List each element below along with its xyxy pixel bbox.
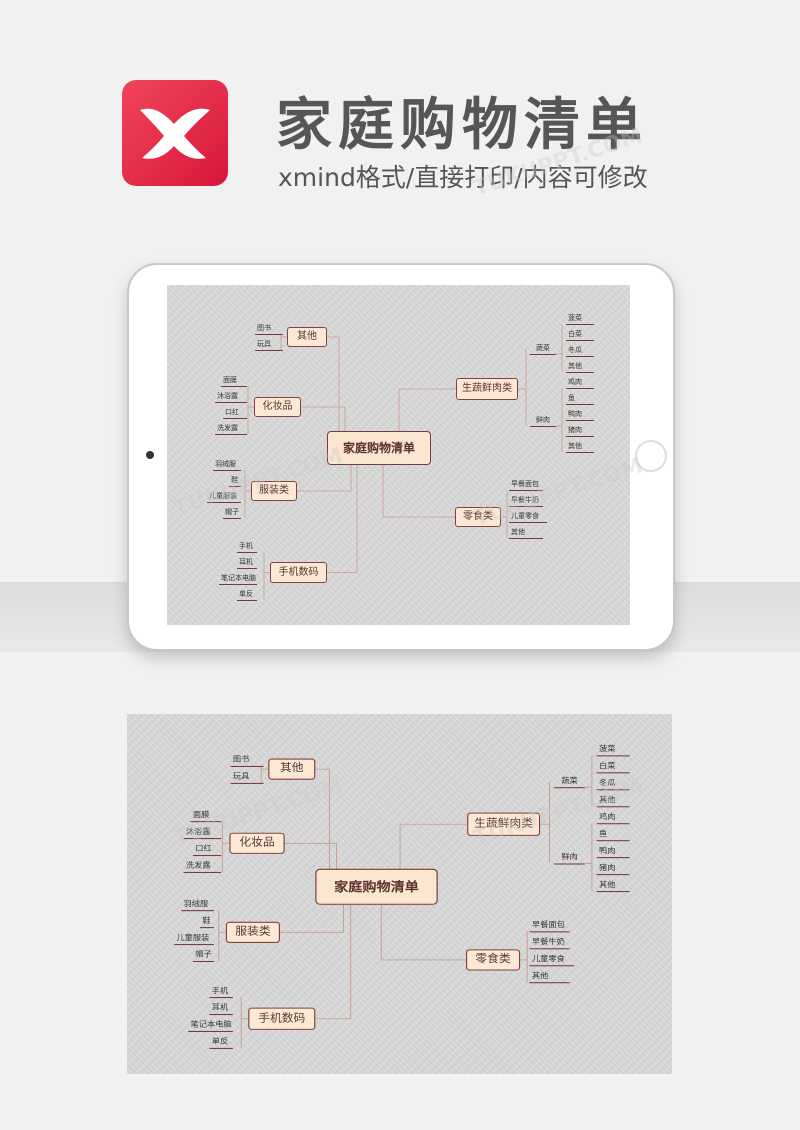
branch-node: 手机数码	[248, 1007, 316, 1030]
leaf-item: 早餐牛奶	[529, 937, 570, 950]
leaf-item: 其他	[566, 361, 594, 373]
leaf-item: 菠菜	[566, 313, 594, 325]
leaf-item: 鱼	[566, 393, 594, 405]
leaf-item: 冬瓜	[566, 345, 594, 357]
branch-node: 生蔬鲜肉类	[456, 378, 518, 400]
group-node: 鲜肉	[554, 852, 585, 865]
leaf-item: 菠菜	[596, 744, 630, 757]
leaf-item: 鸭肉	[566, 409, 594, 421]
leaf-item: 面膜	[221, 375, 247, 387]
leaf-item: 口红	[223, 407, 247, 419]
page-title: 家庭购物清单	[276, 93, 648, 158]
camera-icon	[146, 451, 154, 459]
leaf-item: 图书	[255, 323, 283, 335]
leaf-item: 沐浴露	[183, 826, 222, 840]
branch-node: 化妆品	[229, 832, 285, 854]
branch-node: 手机数码	[270, 562, 327, 583]
leaf-item: 单反	[209, 1036, 233, 1049]
leaf-item: 儿童服装	[207, 491, 241, 503]
leaf-item: 早餐牛奶	[509, 495, 543, 507]
leaf-item: 猪肉	[566, 425, 594, 437]
root-node: 家庭购物清单	[315, 868, 438, 905]
leaf-item: 沐浴露	[215, 391, 247, 403]
leaf-item: 耳机	[237, 557, 257, 569]
leaf-item: 耳机	[209, 1002, 233, 1016]
leaf-item: 玩具	[255, 339, 283, 351]
branch-node: 其他	[268, 758, 316, 780]
leaf-item: 其他	[509, 527, 543, 539]
leaf-item: 其他	[596, 879, 630, 893]
connector-line	[315, 886, 352, 1020]
leaf-item: 手机	[237, 541, 257, 553]
xmind-logo-icon	[122, 80, 228, 186]
leaf-item: 儿童零食	[509, 511, 547, 523]
leaf-item: 早餐面包	[529, 920, 570, 933]
leaf-item: 帽子	[223, 507, 241, 519]
leaf-item: 白菜	[566, 329, 594, 341]
group-node: 鲜肉	[530, 415, 556, 427]
branch-node: 生蔬鲜肉类	[467, 812, 541, 836]
mindmap-connectors	[218, 755, 593, 1048]
leaf-item: 笔记本电脑	[188, 1019, 233, 1032]
leaf-item: 其他	[566, 441, 594, 453]
leaf-item: 鱼	[596, 828, 630, 842]
leaf-item: 鸡肉	[596, 812, 630, 825]
leaf-item: 帽子	[192, 949, 215, 963]
branch-node: 其他	[287, 327, 327, 347]
mindmap-small: 家庭购物清单其他图书玩具化妆品面膜沐浴露口红洗发露服装类羽绒服鞋儿童服装帽子手机…	[167, 285, 630, 625]
home-button-icon	[635, 440, 667, 472]
group-node: 蔬菜	[554, 775, 585, 789]
leaf-item: 鞋	[199, 915, 215, 929]
connector-line	[327, 448, 358, 573]
connector-line	[398, 388, 456, 431]
leaf-item: 图书	[230, 754, 264, 767]
branch-node: 化妆品	[254, 397, 301, 417]
mindmap-paper: 家庭购物清单其他图书玩具化妆品面膜沐浴露口红洗发露服装类羽绒服鞋儿童服装帽子手机…	[127, 714, 672, 1074]
leaf-item: 口红	[192, 843, 222, 857]
leaf-item: 鞋	[229, 475, 241, 487]
leaf-item: 其他	[596, 795, 630, 808]
connector-line	[380, 904, 466, 961]
leaf-item: 羽绒服	[181, 898, 215, 912]
leaf-item: 儿童零食	[529, 954, 575, 967]
leaf-item: 手机	[209, 985, 233, 999]
mindmap-large: 家庭购物清单其他图书玩具化妆品面膜沐浴露口红洗发露服装类羽绒服鞋儿童服装帽子手机…	[127, 714, 672, 1074]
leaf-item: 面膜	[190, 809, 222, 823]
leaf-item: 羽绒服	[213, 459, 241, 471]
group-node: 蔬菜	[530, 343, 556, 355]
leaf-item: 玩具	[230, 771, 264, 784]
leaf-item: 冬瓜	[596, 778, 630, 791]
connector-line	[382, 465, 455, 518]
page-subtitle: xmind格式/直接打印/内容可修改	[278, 163, 648, 192]
leaf-item: 儿童服装	[174, 932, 215, 946]
connector-line	[327, 336, 340, 448]
root-node: 家庭购物清单	[327, 431, 431, 465]
leaf-item: 洗发露	[183, 860, 222, 873]
leaf-item: 笔记本电脑	[219, 573, 257, 585]
connector-line	[315, 768, 330, 887]
branch-node: 服装类	[251, 481, 297, 501]
leaf-item: 单反	[237, 589, 257, 601]
connector-line	[399, 823, 468, 869]
leaf-item: 早餐面包	[509, 479, 543, 491]
leaf-item: 鸡肉	[566, 377, 594, 389]
branch-node: 零食类	[455, 507, 501, 527]
leaf-item: 鸭肉	[596, 845, 630, 859]
leaf-item: 猪肉	[596, 862, 630, 876]
leaf-item: 白菜	[596, 761, 630, 774]
branch-node: 零食类	[465, 949, 521, 971]
tablet-screen: 家庭购物清单其他图书玩具化妆品面膜沐浴露口红洗发露服装类羽绒服鞋儿童服装帽子手机…	[167, 285, 630, 625]
leaf-item: 其他	[529, 971, 570, 984]
leaf-item: 洗发露	[215, 423, 247, 435]
branch-node: 服装类	[225, 921, 281, 943]
